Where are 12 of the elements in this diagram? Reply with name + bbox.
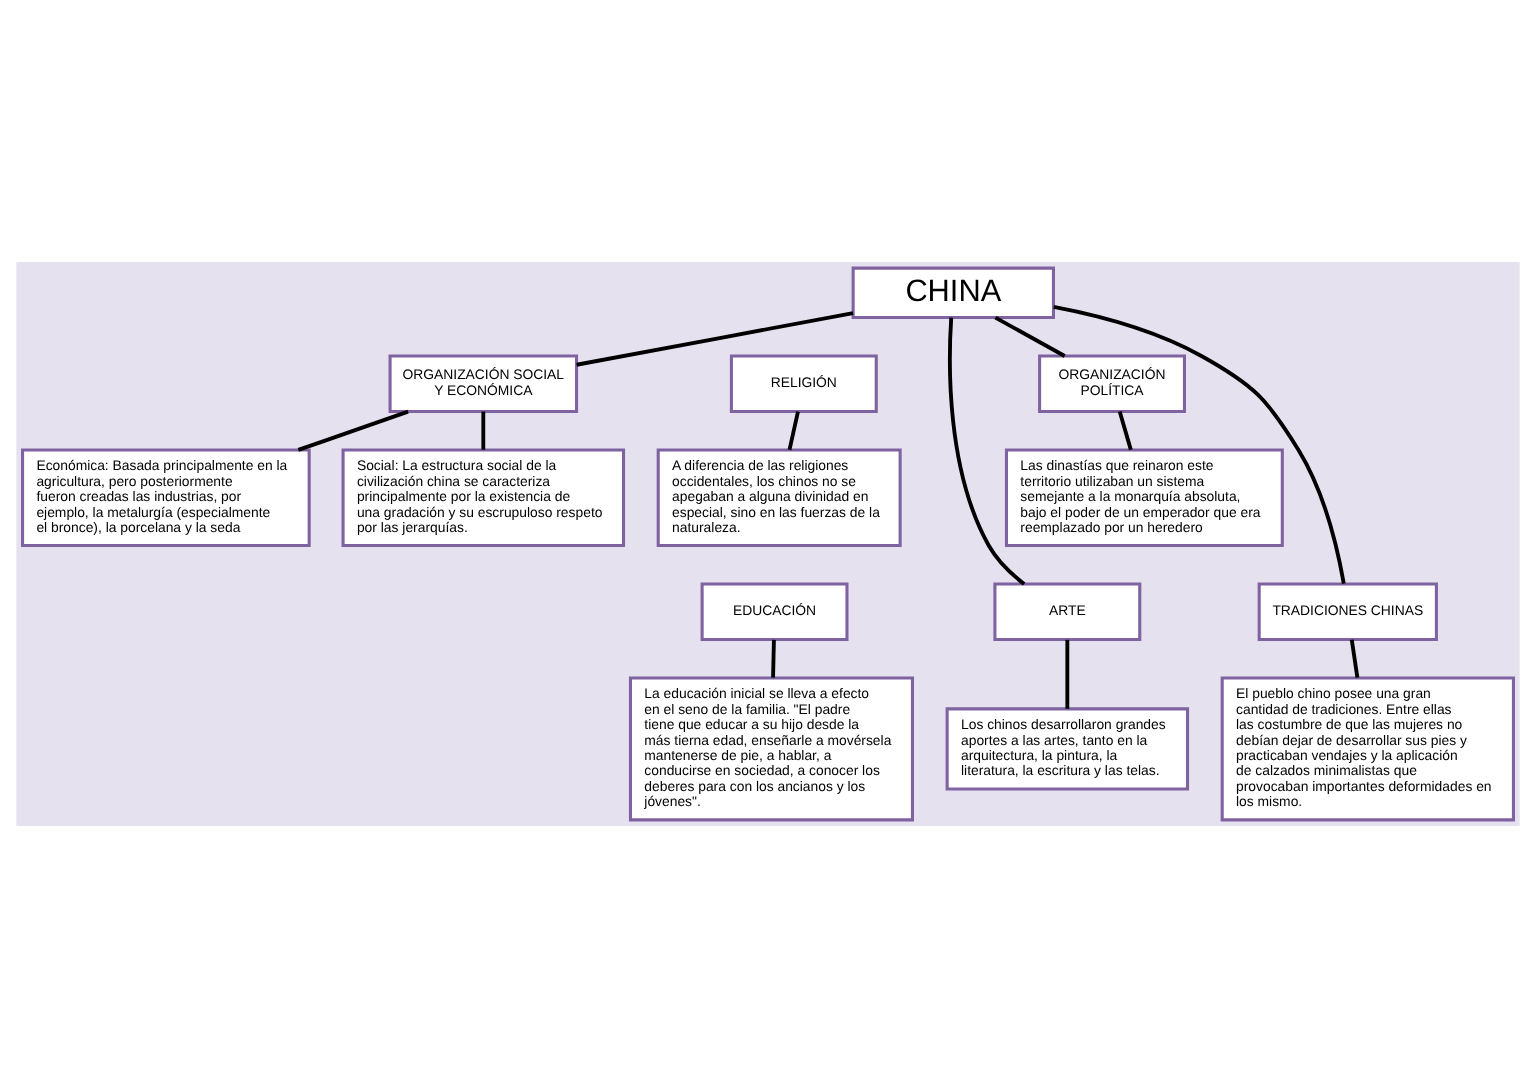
connector	[771, 638, 776, 677]
connector	[1053, 304, 1346, 583]
connector	[994, 315, 1066, 357]
connector	[1117, 410, 1133, 450]
connector	[481, 410, 486, 449]
connector	[1349, 638, 1360, 677]
connector	[1065, 638, 1070, 708]
connector	[947, 316, 1026, 585]
connector	[576, 310, 854, 366]
connector	[297, 408, 409, 451]
node-box: CHINA	[851, 265, 1055, 319]
connector	[787, 410, 800, 450]
